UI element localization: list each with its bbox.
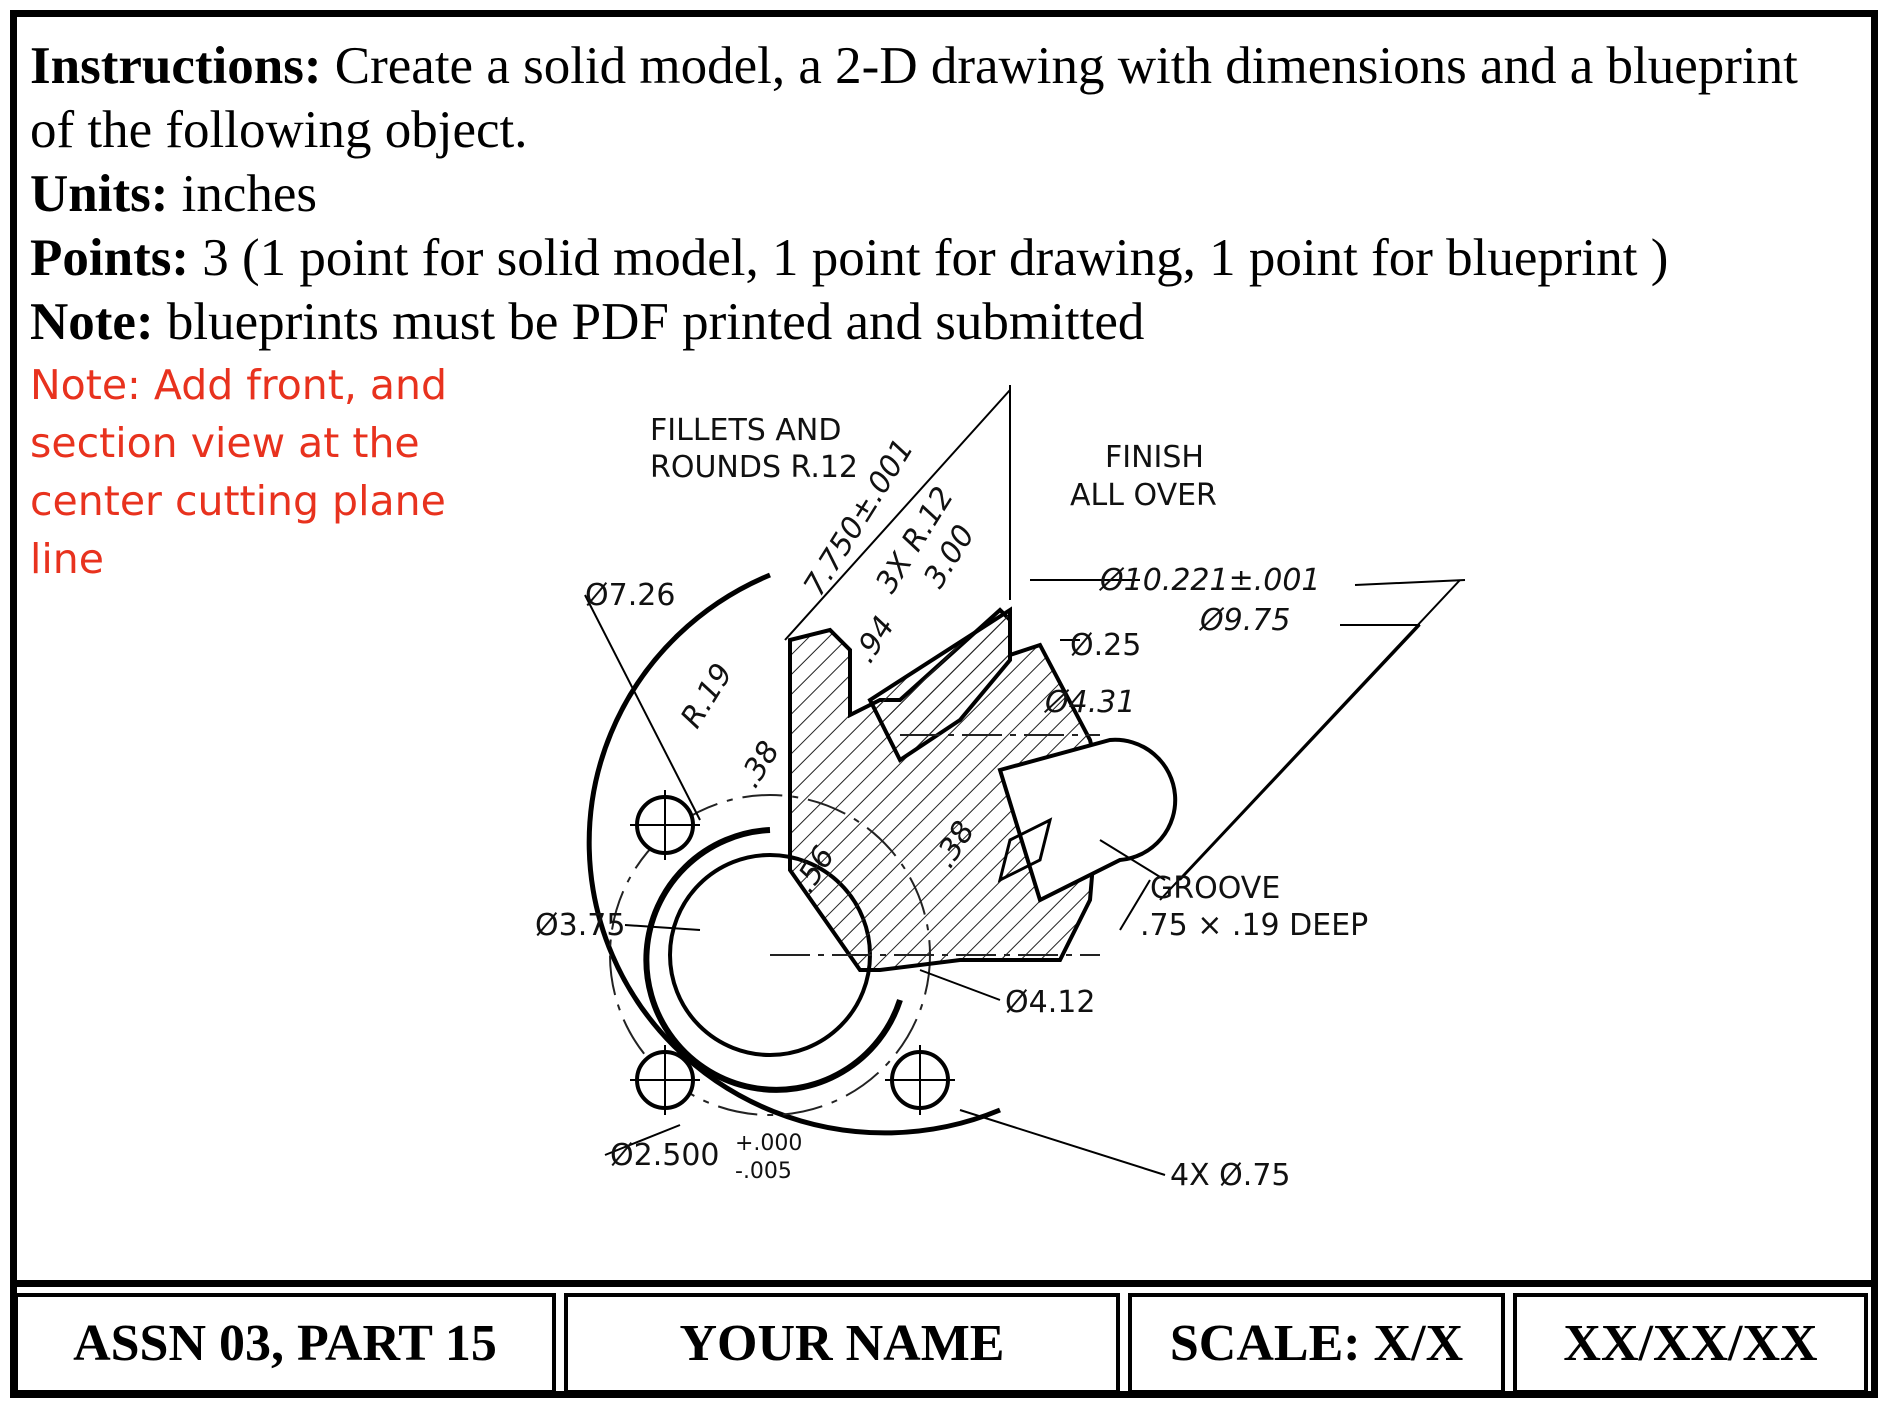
instructions-line-2: of the following object.	[30, 98, 1850, 162]
bolt-hole	[630, 1045, 700, 1115]
bolt-hole	[630, 790, 700, 860]
units-line: Units: inches	[30, 162, 1850, 226]
dim-431: Ø4.31	[1043, 685, 1135, 720]
dimension-line	[1119, 879, 1151, 931]
dimension-line	[1179, 624, 1421, 881]
red-note-line-2: section view at the	[30, 419, 420, 467]
red-note-line-4: line	[30, 535, 104, 583]
hub-outline	[643, 827, 903, 1093]
dim-bolt-holes: 4X Ø.75	[1170, 1158, 1291, 1193]
name-label: YOUR NAME	[679, 1315, 1005, 1372]
note-label: Note:	[30, 293, 154, 351]
date-cell: XX/XX/XX	[1513, 1293, 1868, 1394]
instructions-text-2: of the following object.	[30, 101, 528, 159]
groove	[997, 817, 1053, 883]
units-label: Units:	[30, 165, 169, 223]
groove-size-label: .75 × .19 DEEP	[1140, 908, 1368, 943]
bolt-hole	[885, 1045, 955, 1115]
red-note: Note: Add front, and section view at the…	[30, 356, 460, 588]
dim-412: Ø4.12	[1005, 985, 1095, 1020]
dim-2500: Ø2.500	[610, 1138, 720, 1173]
points-line: Points: 3 (1 point for solid model, 1 po…	[30, 226, 1850, 290]
groove-label: GROOVE	[1150, 871, 1280, 906]
dimension-line	[604, 1124, 681, 1156]
dimension-line	[919, 969, 1001, 1001]
finish-label: FINISH	[1105, 440, 1204, 475]
name-cell: YOUR NAME	[564, 1293, 1120, 1394]
finish-all-over-label: ALL OVER	[1070, 478, 1217, 513]
instructions-text: Create a solid model, a 2-D drawing with…	[321, 37, 1798, 95]
fillets-label: FILLETS AND	[650, 413, 841, 448]
assignment-label: ASSN 03, PART 15	[73, 1315, 497, 1372]
red-note-line-3: center cutting plane	[30, 477, 446, 525]
dimension-line	[624, 924, 701, 931]
flange-outline	[586, 572, 1001, 1136]
dim-outer-diameter: Ø7.26	[585, 578, 675, 613]
dimension-line	[584, 594, 701, 821]
units-text: inches	[168, 165, 318, 223]
dimension-line	[1354, 579, 1466, 586]
points-text: 3 (1 point for solid model, 1 point for …	[189, 229, 1669, 287]
dimension-line	[784, 389, 1011, 641]
title-block: ASSN 03, PART 15 YOUR NAME SCALE: X/X XX…	[10, 1280, 1878, 1398]
note-line: Note: blueprints must be PDF printed and…	[30, 290, 1850, 354]
points-label: Points:	[30, 229, 189, 287]
assignment-cell: ASSN 03, PART 15	[14, 1293, 556, 1394]
dim-375: Ø3.75	[535, 908, 625, 943]
section-flange-cut	[867, 606, 1012, 763]
dim-94: .94	[847, 610, 902, 669]
section-shaft	[788, 607, 1103, 972]
instructions-block: Instructions: Create a solid model, a 2-…	[30, 34, 1850, 354]
instructions-line: Instructions: Create a solid model, a 2-…	[30, 34, 1850, 98]
note-text: blueprints must be PDF printed and submi…	[153, 293, 1145, 351]
date-label: XX/XX/XX	[1563, 1315, 1818, 1372]
dim-bore-diameter: Ø10.221±.001	[1098, 563, 1321, 598]
dim-975: Ø9.75	[1198, 603, 1290, 638]
instructions-label: Instructions:	[30, 37, 322, 95]
dimension-line	[959, 1109, 1166, 1176]
dim-r19: R.19	[674, 658, 740, 735]
dim-38a: .38	[732, 735, 787, 794]
rounds-label: ROUNDS R.12	[650, 450, 858, 485]
tolerance-plus: +.000	[735, 1131, 802, 1156]
scale-cell: SCALE: X/X	[1128, 1293, 1505, 1394]
red-note-line-1: Note: Add front, and	[30, 361, 448, 409]
drawing-sheet-border	[10, 10, 1878, 1398]
dimension-line	[1099, 839, 1166, 881]
shaft-end	[997, 737, 1178, 903]
dim-hole-diameter: Ø.25	[1070, 628, 1141, 663]
tolerance-minus: -.005	[735, 1159, 792, 1184]
scale-label: SCALE: X/X	[1169, 1315, 1464, 1372]
